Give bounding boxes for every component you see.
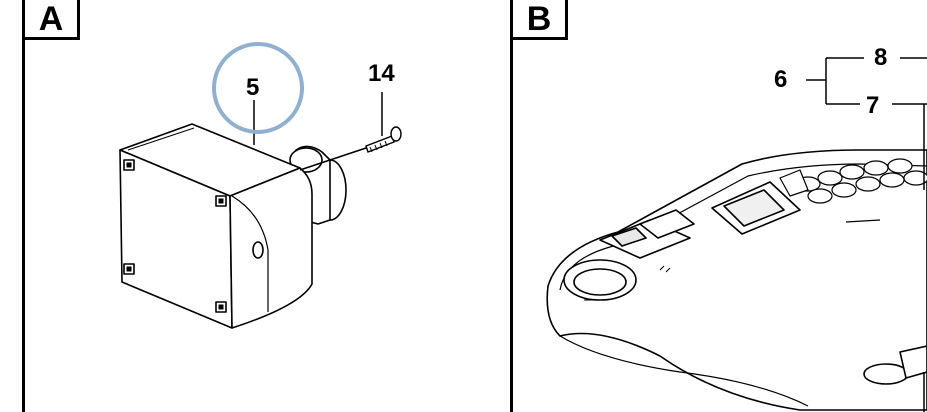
leader-lines-b — [806, 57, 927, 412]
callout-5: 5 — [246, 74, 260, 101]
panel-b-left-border — [510, 0, 513, 412]
sensor-unit-drawing — [119, 123, 347, 329]
leader-lines-a — [253, 92, 383, 171]
callout-8: 8 — [874, 44, 888, 71]
screw-drawing — [365, 126, 402, 153]
panel-a-tag: A — [22, 0, 80, 40]
callout-14: 14 — [368, 60, 395, 87]
panel-b-tag: B — [510, 0, 568, 40]
callout-7: 7 — [866, 92, 880, 119]
highlight-circle — [212, 42, 304, 134]
callout-6: 6 — [774, 66, 788, 93]
panel-a-left-border — [22, 0, 25, 412]
console-drawing — [546, 149, 927, 411]
